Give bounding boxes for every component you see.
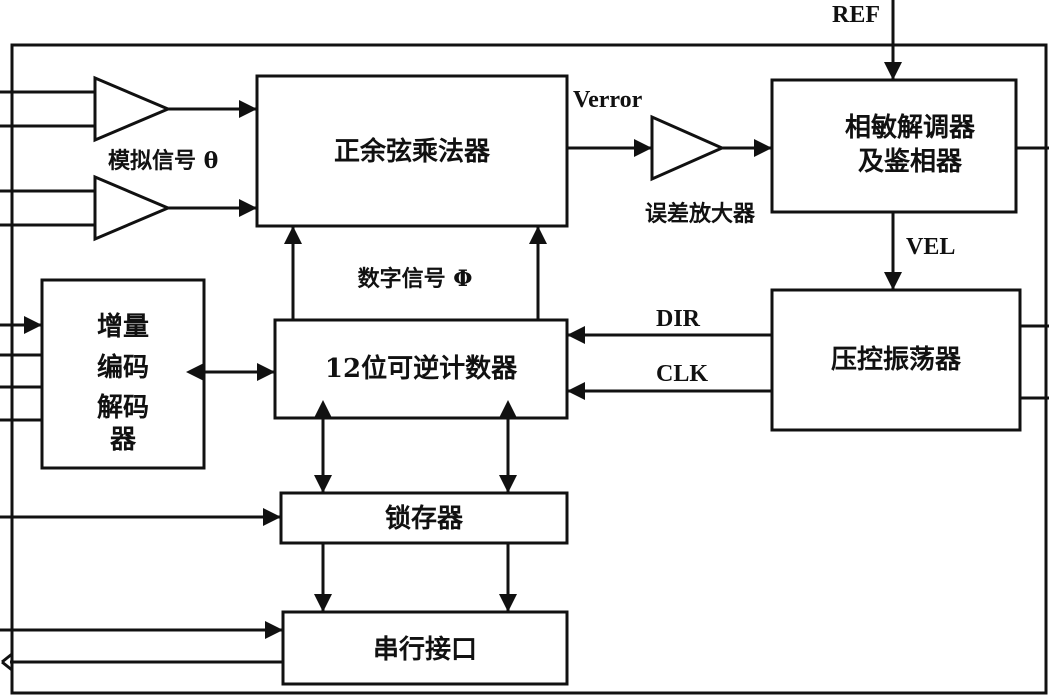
vco-label: 压控振荡器 (831, 345, 962, 375)
verror-label: Verror (573, 87, 643, 113)
digital-signal-label: 数字信号 Φ (358, 266, 473, 292)
latch-label: 锁存器 (385, 503, 464, 534)
serial-label: 串行接口 (373, 634, 477, 665)
dir-label: DIR (656, 306, 701, 332)
clk-label: CLK (656, 361, 708, 387)
chip-outline (10, 43, 1048, 695)
ref-label: REF (832, 2, 880, 28)
incremental-label-3: 解码 (97, 393, 149, 423)
incremental-label-1: 增量 (97, 311, 149, 342)
analog-amp-2-icon (93, 174, 172, 242)
vco-box (770, 288, 1022, 432)
counter-label: 12位可逆计数器 (325, 353, 518, 384)
incremental-label-2: 编码 (97, 352, 149, 383)
multiplier-box (255, 74, 569, 228)
demodulator-label-2: 及鉴相器 (858, 147, 963, 177)
serial-interface-box (281, 610, 569, 686)
demodulator-label-1: 相敏解调器 (845, 113, 976, 143)
analog-signal-label: 模拟信号 θ (108, 148, 218, 174)
vel-label: VEL (906, 234, 955, 260)
multiplier-label: 正余弦乘法器 (334, 136, 491, 167)
error-amp-label: 误差放大器 (645, 201, 756, 227)
analog-amp-1-icon (93, 75, 172, 143)
incremental-label-4: 器 (109, 425, 137, 455)
counter-box (273, 318, 569, 420)
demodulator-box (770, 78, 1018, 214)
error-amp-icon (650, 114, 726, 182)
